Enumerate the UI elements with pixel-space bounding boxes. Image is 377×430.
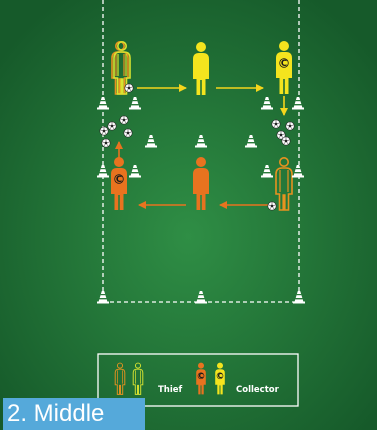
soccer-ball-icon xyxy=(108,122,116,130)
collector-letter: C xyxy=(116,175,122,185)
soccer-ball-icon xyxy=(272,120,280,128)
soccer-ball-icon xyxy=(282,137,290,145)
soccer-ball-icon xyxy=(100,127,108,135)
soccer-ball-icon xyxy=(120,116,128,124)
soccer-ball-icon xyxy=(286,122,294,130)
slide-caption: 2. Middle xyxy=(3,398,145,430)
soccer-ball-icon xyxy=(268,202,276,210)
soccer-ball-icon xyxy=(124,129,132,137)
soccer-ball-icon xyxy=(125,84,133,92)
collector-legend-label: Collector xyxy=(236,385,280,395)
collector-letter: C xyxy=(218,372,223,380)
collector-letter: C xyxy=(281,59,287,69)
thief-legend-label: Thief xyxy=(158,385,183,395)
soccer-ball-icon xyxy=(102,139,110,147)
collector-letter: C xyxy=(199,372,204,380)
